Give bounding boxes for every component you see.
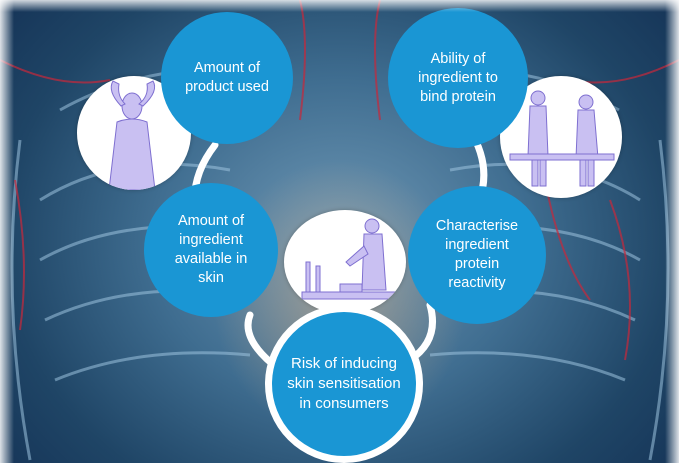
node-label: Amount of product used: [185, 59, 269, 97]
node-amount-of-product-used: Amount of product used: [161, 12, 293, 144]
node-label: Characterise ingredient protein reactivi…: [436, 217, 518, 293]
node-characterise-protein-reactivity: Characterise ingredient protein reactivi…: [408, 186, 546, 324]
node-ability-to-bind-protein: Ability of ingredient to bind protein: [388, 8, 528, 148]
node-risk-skin-sensitisation: Risk of inducing skin sensitisation in c…: [265, 305, 423, 463]
node-label: Ability of ingredient to bind protein: [418, 50, 498, 107]
scientist-at-lab-bench-icon: [284, 210, 406, 314]
figure-scientist-bench: [284, 210, 406, 314]
node-label: Risk of inducing skin sensitisation in c…: [287, 354, 400, 414]
node-label: Amount of ingredient available in skin: [175, 212, 248, 288]
node-amount-available-in-skin: Amount of ingredient available in skin: [144, 183, 278, 317]
